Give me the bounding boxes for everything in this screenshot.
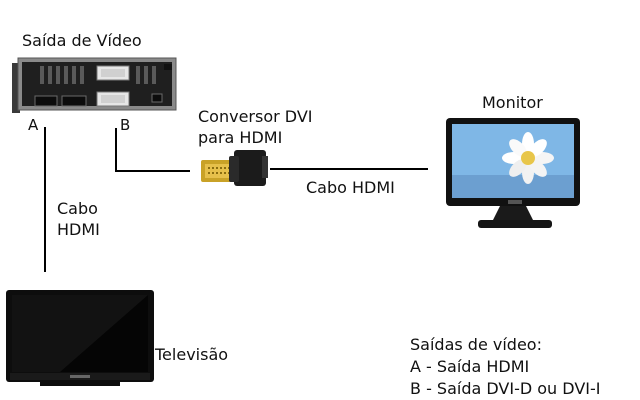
port-a-label: A (28, 116, 39, 134)
video-output-label: Saída de Vídeo (22, 31, 142, 50)
monitor-image (446, 118, 580, 228)
cable-left-label-line2: HDMI (57, 220, 100, 239)
television-image (6, 290, 154, 386)
cable-left-label-line1: Cabo (57, 199, 98, 218)
cable-hdmi-right-label: Cabo HDMI (306, 178, 395, 197)
legend-title: Saídas de vídeo: (410, 335, 542, 354)
legend: Saídas de vídeo: A - Saída HDMI B - Saíd… (410, 334, 600, 400)
television-label: Televisão (155, 345, 229, 364)
dvi-cable-b-line (115, 128, 190, 172)
displayport-port (61, 95, 87, 107)
graphics-card-image (12, 57, 177, 113)
converter-label-line2: para HDMI (198, 128, 283, 147)
hdmi-port-a (34, 95, 58, 107)
dvi-hdmi-adapter-image (201, 150, 268, 186)
legend-item: B - Saída DVI-D ou DVI-I (410, 379, 601, 398)
port-b-label: B (120, 116, 131, 134)
converter-label-line1: Conversor DVI (198, 107, 313, 126)
legend-item: A - Saída HDMI (410, 357, 530, 376)
monitor-label: Monitor (482, 93, 543, 112)
